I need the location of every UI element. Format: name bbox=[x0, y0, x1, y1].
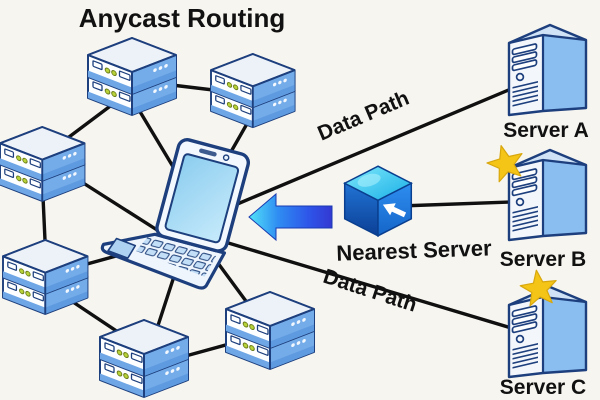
speaker-slot bbox=[199, 148, 217, 157]
diagram-title: Anycast Routing bbox=[79, 3, 286, 33]
edge-cube-server-b bbox=[398, 200, 514, 208]
router-stack-icon bbox=[88, 38, 176, 115]
laptop-trackpad bbox=[107, 237, 137, 259]
redirect-arrow-glyph bbox=[382, 203, 407, 218]
server-c-label: Server C bbox=[500, 376, 586, 399]
nearest-server-label: Nearest Server bbox=[336, 235, 493, 265]
server-b-label: Server B bbox=[500, 248, 586, 271]
router-stack-icon bbox=[3, 240, 87, 314]
router-stack-icon bbox=[211, 54, 295, 127]
server-a-label: Server A bbox=[503, 119, 589, 142]
routing-cube-icon bbox=[343, 165, 413, 237]
laptop-icon bbox=[100, 138, 251, 290]
tower-server-icon bbox=[507, 23, 588, 117]
edge-data-path-server-a bbox=[233, 84, 520, 207]
webcam-dot bbox=[222, 154, 230, 161]
router-stack-icon bbox=[100, 320, 188, 397]
left-arrow-icon bbox=[248, 192, 333, 242]
router-stack-icon bbox=[226, 292, 314, 369]
laptop-keyboard bbox=[135, 236, 217, 277]
laptop-screen bbox=[164, 153, 240, 244]
edge-data-path-server-c bbox=[223, 240, 520, 332]
router-stack-icon bbox=[0, 127, 84, 201]
tower-server-icon bbox=[507, 148, 588, 242]
